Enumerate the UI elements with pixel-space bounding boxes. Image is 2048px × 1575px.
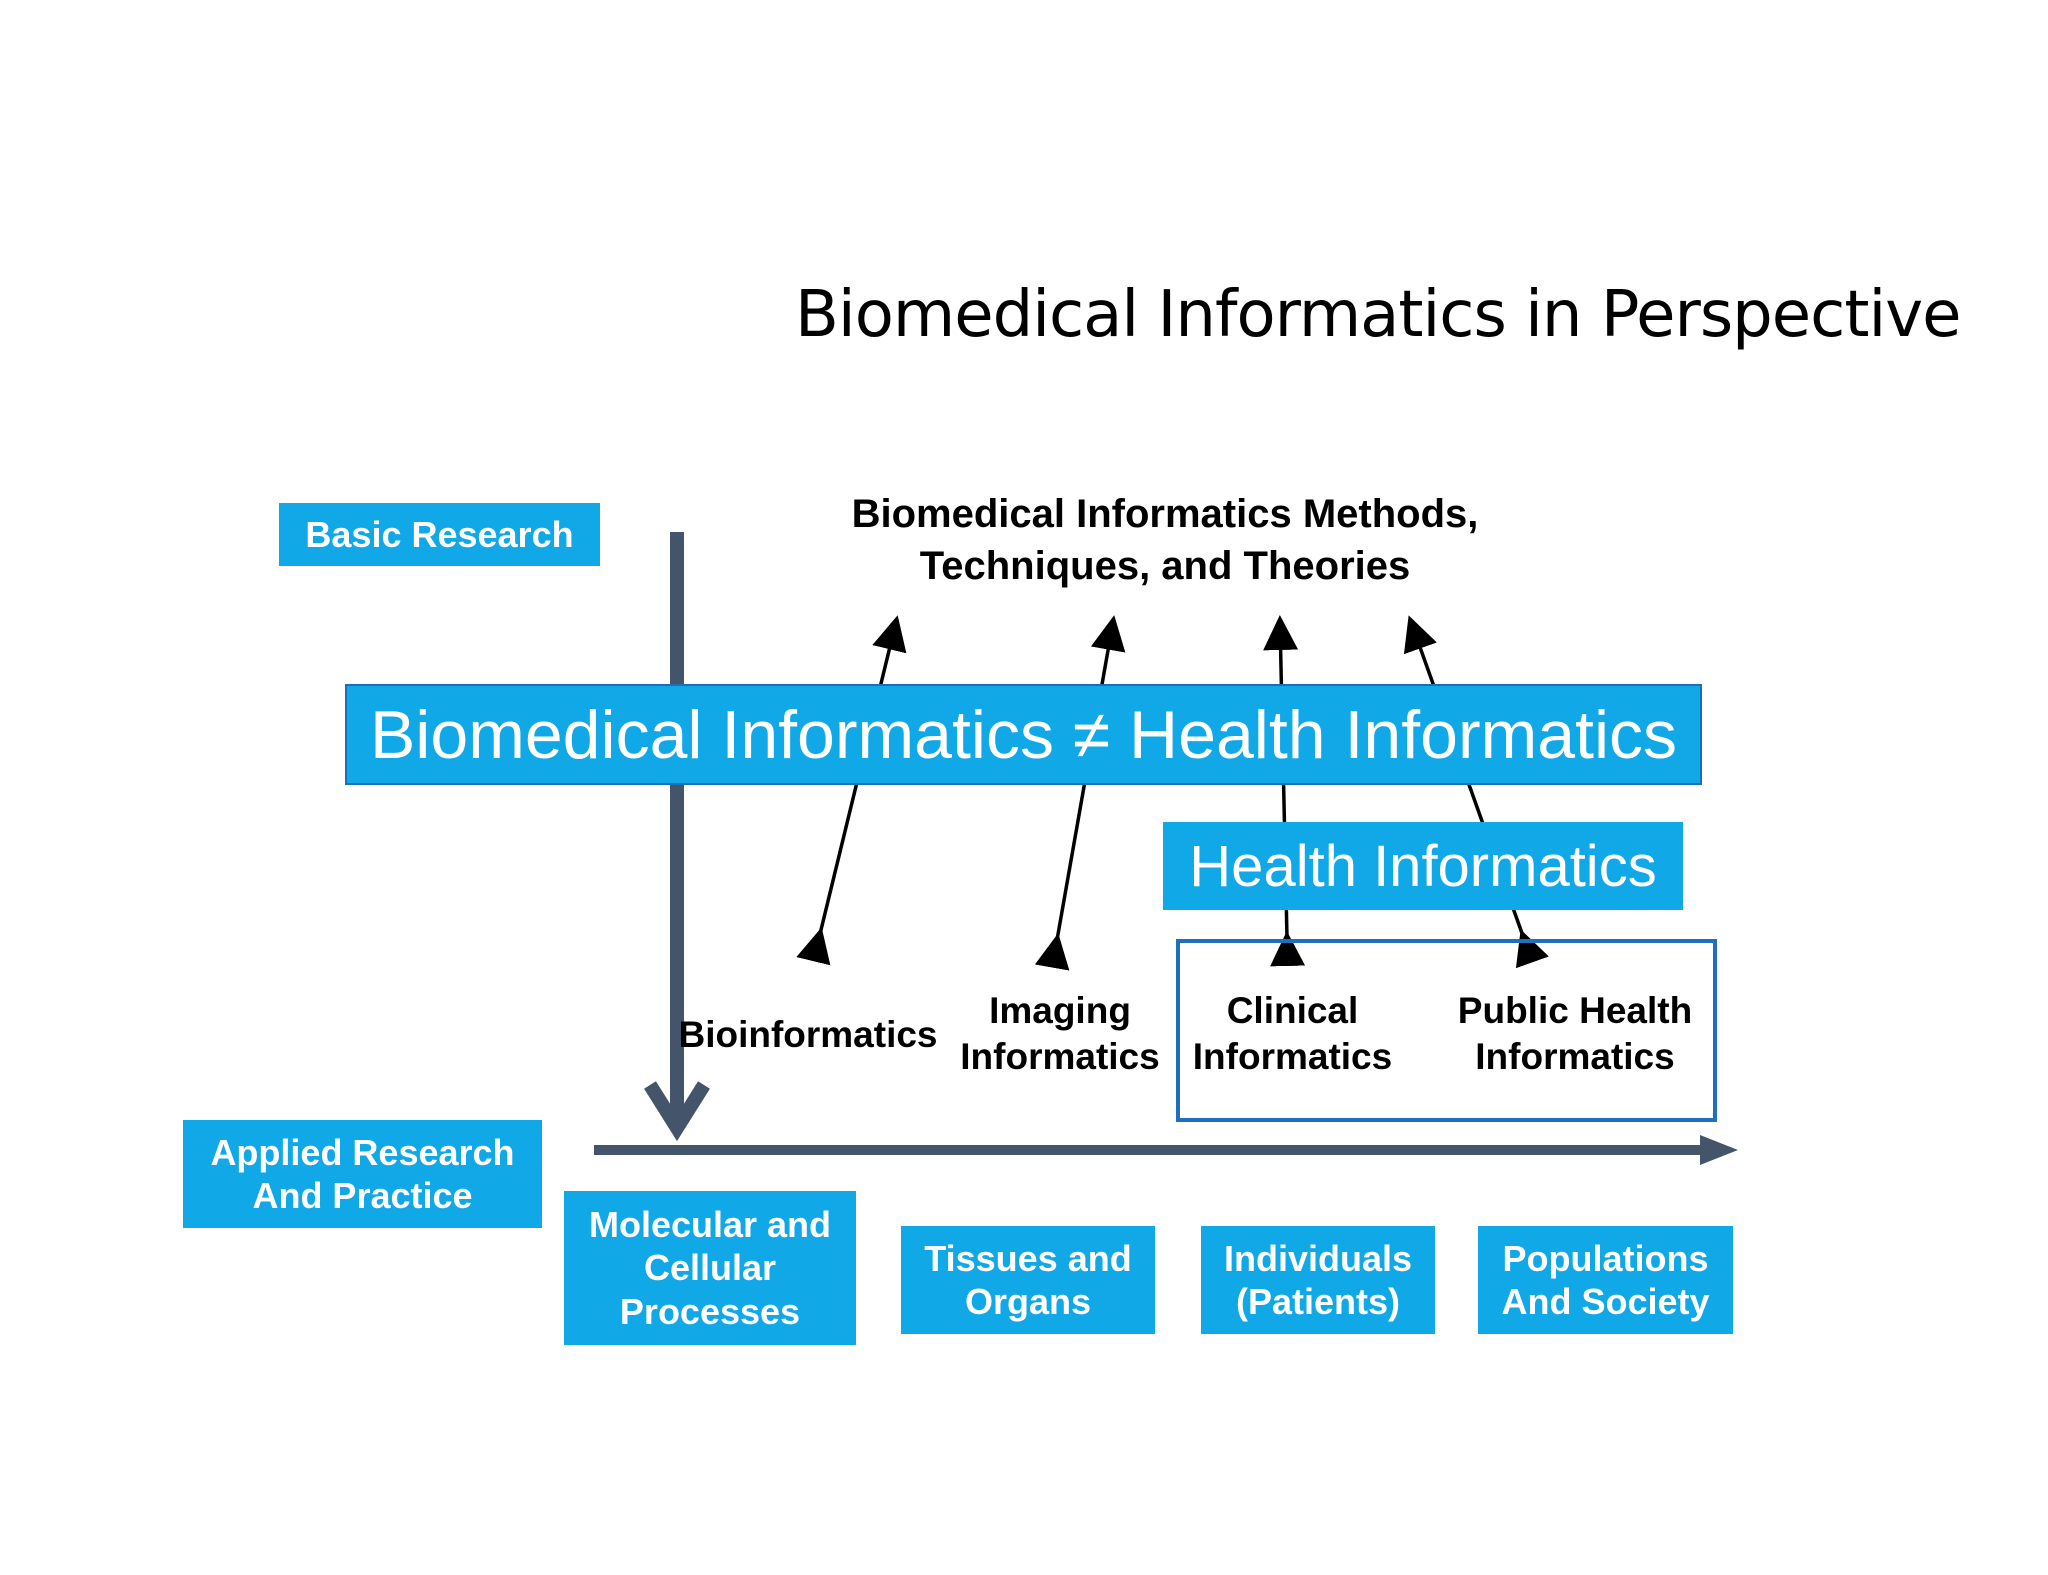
category-individuals: Individuals (Patients) bbox=[1201, 1226, 1435, 1334]
slide-title: Biomedical Informatics in Perspective bbox=[795, 278, 1961, 352]
subfield-clinical-informatics: Clinical Informatics bbox=[1192, 990, 1393, 1078]
category-populations: Populations And Society bbox=[1478, 1226, 1733, 1334]
subfield-public-health-informatics: Public Health Informatics bbox=[1457, 990, 1693, 1078]
subfield-imaging-informatics: Imaging Informatics bbox=[960, 990, 1160, 1078]
health-informatics-frame bbox=[1176, 939, 1717, 1122]
category-tissues-organs: Tissues and Organs bbox=[901, 1226, 1155, 1334]
health-informatics-label: Health Informatics bbox=[1163, 822, 1683, 910]
biomedical-vs-health-banner: Biomedical Informatics ≠ Health Informat… bbox=[345, 684, 1702, 785]
vertical-axis-arrowhead bbox=[644, 1081, 710, 1142]
applied-research-label: Applied Research And Practice bbox=[183, 1120, 542, 1228]
category-molecular-cellular: Molecular and Cellular Processes bbox=[564, 1191, 856, 1345]
horizontal-axis-arrowhead bbox=[1700, 1135, 1738, 1165]
methods-label: Biomedical Informatics Methods, Techniqu… bbox=[851, 492, 1479, 588]
basic-research-label: Basic Research bbox=[279, 503, 600, 566]
subfield-bioinformatics: Bioinformatics bbox=[678, 1014, 938, 1055]
